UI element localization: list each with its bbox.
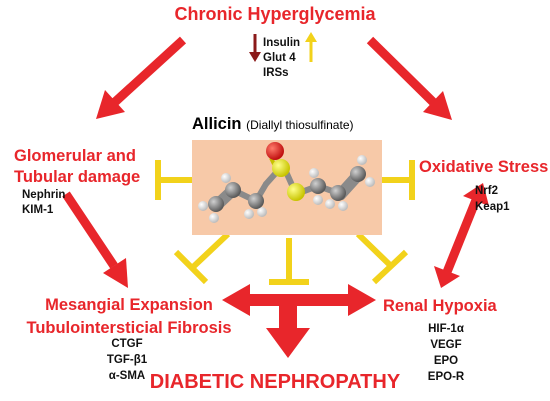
hyperglycemia-markers: Insulin Glut 4 IRSs [263,36,300,81]
mesangial-title: Mesangial Expansion Tubulointersticial F… [0,294,258,340]
inhibition-to-outcome [269,238,309,285]
arrow-hyperglycemia-to-glomerular [96,36,187,119]
allicin-chemical-name: (Diallyl thiosulfinate) [246,118,354,132]
marker-keap1: Keap1 [475,201,510,213]
inhibition-to-oxidative [382,160,415,200]
inhibition-to-glomerular [155,160,192,200]
arrow-glomerular-to-mesangial [62,191,128,288]
arrow-to-diabetic-nephropathy [266,300,310,358]
allicin-molecule-icon [192,140,382,235]
oxidative-markers: Nrf2 Keap1 [475,183,510,215]
marker-kim1: KIM-1 [22,204,54,216]
glomerular-title: Glomerular and Tubular damage [14,146,140,188]
hypoxia-title: Renal Hypoxia [383,297,497,315]
allicin-label: Allicin (Diallyl thiosulfinate) [192,116,353,133]
mesangial-markers: CTGF TGF-β1 α-SMA [0,336,254,384]
marker-ctgf: CTGF [111,338,143,350]
oxidative-title: Oxidative Stress [419,158,549,176]
marker-insulin: Insulin [263,37,301,49]
glomerular-title-line-1: Glomerular and [14,147,136,165]
inhibition-to-mesangial [173,231,231,285]
glomerular-title-line-2: Tubular damage [14,168,141,186]
glomerular-markers: Nephrin KIM-1 [22,188,65,218]
title-chronic-hyperglycemia: Chronic Hyperglycemia [174,4,376,24]
mesangial-title-line-1: Mesangial Expansion [45,296,213,314]
inhibition-to-hypoxia [355,231,409,285]
outcome-diabetic-nephropathy: DIABETIC NEPHROPATHY [149,371,401,393]
hypoxia-markers: HIF-1α VEGF EPO EPO-R [413,321,479,385]
marker-epor: EPO-R [427,371,465,383]
marker-tgfb1: TGF-β1 [106,354,148,366]
marker-irss: IRSs [263,67,289,79]
marker-hif1a: HIF-1α [428,323,464,335]
arrow-hyperglycemia-to-oxidative [366,36,452,120]
down-arrow-icon [249,34,261,62]
marker-nrf2: Nrf2 [475,185,499,197]
marker-nephrin: Nephrin [22,189,66,201]
marker-asma: α-SMA [108,370,146,382]
marker-vegf: VEGF [430,339,462,351]
allicin-name: Allicin [192,115,242,133]
marker-epo: EPO [433,355,459,367]
arrow-hypoxia-oxidative-bidirectional [434,183,489,288]
arrow-mesangial-hypoxia-bidirectional [222,284,376,316]
marker-glut4: Glut 4 [263,52,296,64]
up-arrow-icon [305,32,317,62]
mesangial-title-line-2: Tubulointersticial Fibrosis [26,319,232,337]
